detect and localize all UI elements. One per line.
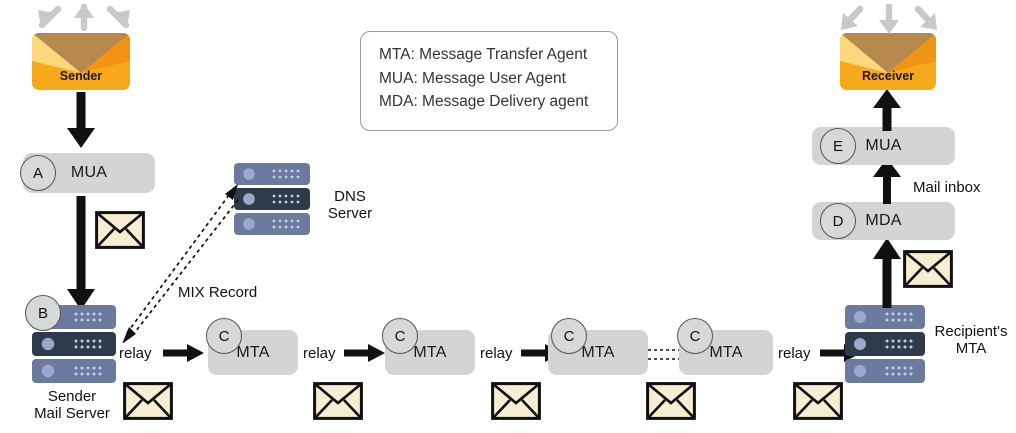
step-badge-c-4: C xyxy=(677,318,713,354)
node-recipient-mta-label: Recipient's MTA xyxy=(925,323,1016,358)
node-mta-2-label: MTA xyxy=(413,343,447,361)
node-sender-mail-server-label: Sender Mail Server xyxy=(2,388,142,423)
edge-mail-inbox-label: Mail inbox xyxy=(913,179,981,196)
dns-server-line1: DNS xyxy=(334,188,366,205)
node-sender-mua-label: MUA xyxy=(70,164,108,181)
envelope-icon xyxy=(313,382,363,420)
sender-envelope: Sender xyxy=(32,33,130,90)
node-recipient-mta[interactable] xyxy=(845,305,925,383)
recipient-mta-line2: MTA xyxy=(955,340,987,358)
edge-mta-continuation-dots xyxy=(648,344,680,364)
envelope-icon xyxy=(793,382,843,420)
step-badge-d: D xyxy=(820,203,856,239)
edge-relay-3-label: relay xyxy=(480,345,513,362)
envelope-icon xyxy=(646,382,696,420)
node-dns-server-label: DNS Server xyxy=(310,188,390,223)
arrow-mua-to-mailserver xyxy=(62,196,100,312)
sender-outgoing-arrows xyxy=(30,3,138,36)
envelope-icon xyxy=(903,250,953,288)
edge-mix-record-label: MIX Record xyxy=(178,284,258,301)
node-receiver-mua-label: MUA xyxy=(865,137,902,154)
arrow-relay-1 xyxy=(163,342,205,364)
dns-server-line2: Server xyxy=(327,205,373,223)
step-badge-a: A xyxy=(20,155,56,191)
edge-relay-2-label: relay xyxy=(303,345,336,362)
envelope-icon xyxy=(95,211,145,249)
step-badge-c-2: C xyxy=(382,318,418,354)
node-mta-1-label: MTA xyxy=(236,343,270,361)
legend-box: MTA: Message Transfer Agent MUA: Message… xyxy=(360,31,618,131)
arrow-sender-to-mua xyxy=(62,92,100,150)
sender-mail-server-line1: Sender xyxy=(47,388,97,405)
legend-line-mta: MTA: Message Transfer Agent xyxy=(379,46,588,63)
node-mta-3-label: MTA xyxy=(581,343,615,361)
sender-mail-server-line2: Mail Server xyxy=(34,405,110,423)
arrow-mua-to-receiver xyxy=(868,89,906,131)
arrow-recipientmta-to-mda xyxy=(868,238,906,308)
step-badge-c-3: C xyxy=(551,318,587,354)
node-dns-server[interactable] xyxy=(234,163,310,235)
arrow-relay-2 xyxy=(344,342,386,364)
legend-line-mda: MDA: Message Delivery agent xyxy=(379,93,589,111)
legend-line-mua: MUA: Message User Agent xyxy=(379,69,566,87)
envelope-icon xyxy=(491,382,541,420)
receiver-envelope: Receiver xyxy=(840,33,936,90)
recipient-mta-line1: Recipient's xyxy=(934,323,1008,340)
envelope-icon xyxy=(123,382,173,420)
node-receiver-mda-label: MDA xyxy=(865,212,902,229)
edge-relay-1-label: relay xyxy=(119,345,152,362)
step-badge-b: B xyxy=(25,295,61,331)
edge-mix-record-arrows xyxy=(110,178,250,344)
step-badge-c-1: C xyxy=(206,318,242,354)
receiver-incoming-arrows xyxy=(836,2,942,36)
edge-relay-4-label: relay xyxy=(778,345,811,362)
arrow-mda-to-mua xyxy=(868,158,906,204)
step-badge-e: E xyxy=(820,128,856,164)
node-mta-4-label: MTA xyxy=(709,343,743,361)
